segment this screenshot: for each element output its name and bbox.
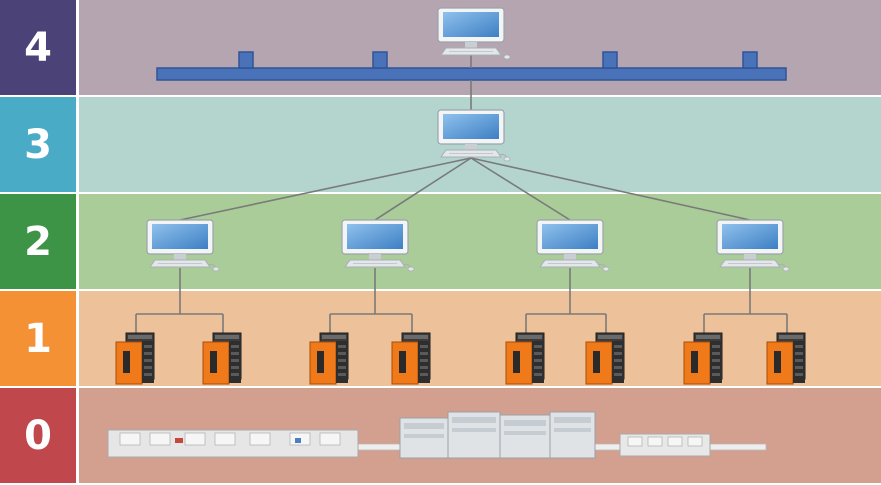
drive-controller-icon: [766, 332, 806, 385]
level-2-label: 2: [0, 194, 76, 289]
production-line-machine-icon: [107, 411, 767, 459]
bus-connector: [602, 51, 618, 69]
bus-connector: [742, 51, 758, 69]
drive-controller-icon: [505, 332, 545, 385]
level-3-label: 3: [0, 97, 76, 192]
level-0-label: 0: [0, 388, 76, 483]
connector-line: [470, 157, 751, 221]
desktop-computer-icon: [341, 219, 415, 272]
connector-line: [179, 157, 472, 221]
drive-controller-icon: [391, 332, 431, 385]
drive-controller-icon: [202, 332, 242, 385]
drive-controller-icon: [585, 332, 625, 385]
desktop-computer-icon: [437, 7, 511, 60]
level-1-label: 1: [0, 291, 76, 386]
connector-line: [374, 157, 472, 221]
desktop-computer-icon: [716, 219, 790, 272]
drive-controller-icon: [683, 332, 723, 385]
desktop-computer-icon: [146, 219, 220, 272]
drive-controller-icon: [115, 332, 155, 385]
bus-connector: [238, 51, 254, 69]
desktop-computer-icon: [437, 109, 511, 162]
network-bus-icon: [156, 67, 787, 81]
bus-connector: [372, 51, 388, 69]
connector-line: [470, 157, 571, 221]
desktop-computer-icon: [536, 219, 610, 272]
drive-controller-icon: [309, 332, 349, 385]
level-4-label: 4: [0, 0, 76, 95]
